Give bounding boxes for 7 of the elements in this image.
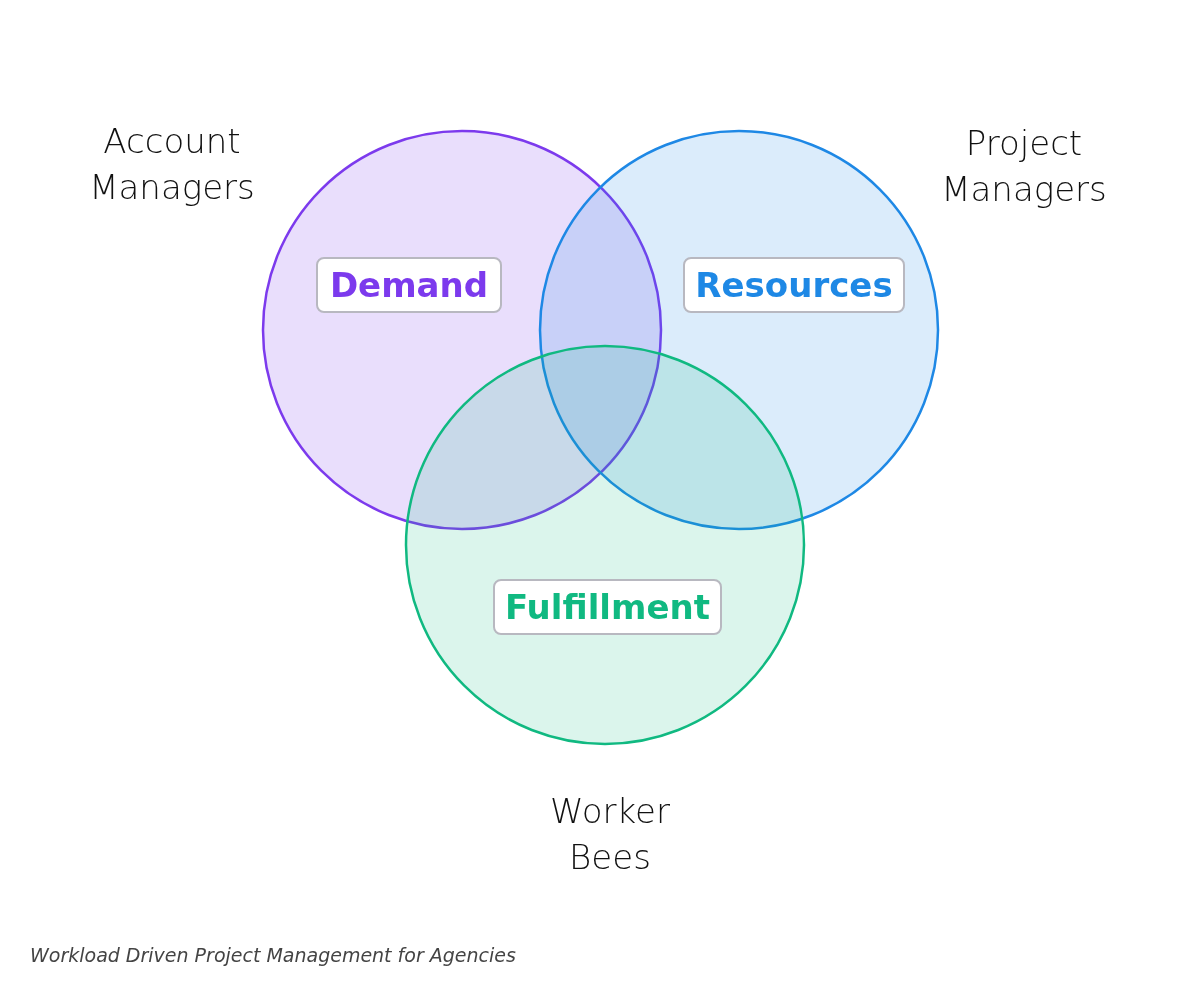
label-box: Demand bbox=[316, 257, 502, 313]
group-label: Worker Bees bbox=[549, 790, 671, 879]
caption: Workload Driven Project Management for Agencies bbox=[30, 944, 516, 966]
group-label: Account Managers bbox=[88, 120, 256, 209]
label-box: Fulfillment bbox=[493, 579, 722, 635]
label-box: Resources bbox=[683, 257, 905, 313]
group-label: Project Managers bbox=[940, 122, 1108, 211]
